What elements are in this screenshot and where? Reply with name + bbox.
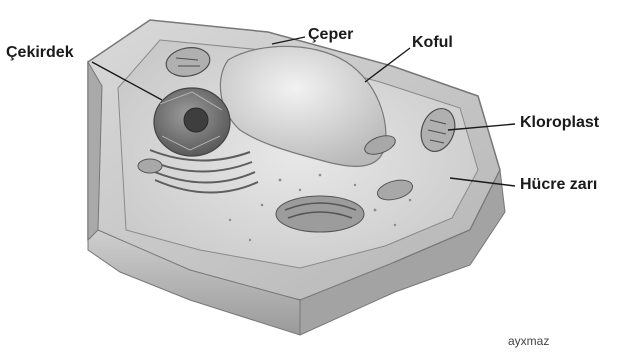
golgi-apparatus [276,196,364,232]
label-cell-membrane: Hücre zarı [520,176,597,194]
nucleus-shape [154,88,230,156]
label-chloroplast: Kloroplast [520,114,599,132]
label-cell-wall: Çeper [308,26,353,44]
watermark: ayxmaz [508,334,549,348]
label-nucleus: Çekirdek [6,44,74,62]
label-vacuole: Koful [412,34,453,52]
